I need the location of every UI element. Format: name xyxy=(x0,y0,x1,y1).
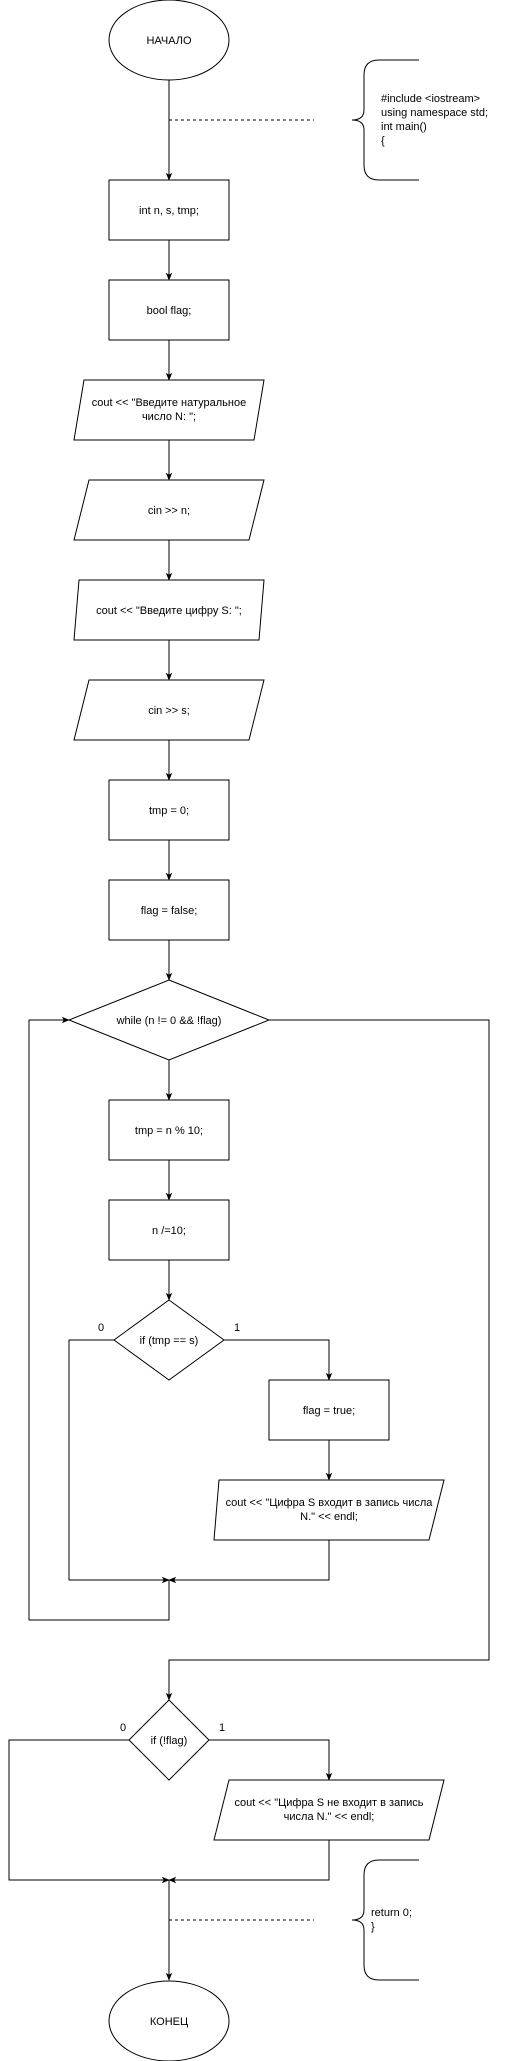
decision-diamond xyxy=(128,1699,210,1781)
io-label: cin >> s; xyxy=(148,705,190,717)
process-box xyxy=(108,1199,230,1261)
io-parallelogram xyxy=(73,679,265,741)
decision-diamond xyxy=(67,979,271,1061)
start-terminator: НАЧАЛО xyxy=(108,0,230,81)
end-ellipse xyxy=(108,1980,230,2061)
comment-top-line-4: { xyxy=(381,135,385,147)
branch-label-false: 0 xyxy=(120,1722,126,1734)
process-div-n: n /=10; xyxy=(108,1199,230,1261)
edge-out-not-found-to-merge xyxy=(168,1840,330,1884)
process-box xyxy=(108,1099,230,1161)
comment-bottom: return 0; } xyxy=(351,1859,419,1981)
process-box xyxy=(108,879,230,941)
process-init-flag: flag = false; xyxy=(108,879,230,941)
edge-loop-back xyxy=(28,1016,170,1621)
branch-label-true: 1 xyxy=(234,1322,240,1334)
io-prompt-s: cout << "Введите цифру S: "; xyxy=(73,579,265,641)
decision-if-match: if (tmp == s) 0 1 xyxy=(98,1299,240,1381)
io-prompt-n: cout << "Введите натуральное число N: "; xyxy=(73,379,265,441)
comment-top-line-2: using namespace std; xyxy=(381,107,488,119)
io-label-line-2: числа N." << endl; xyxy=(284,1811,375,1823)
io-label-line-1: cout << "Введите натуральное xyxy=(92,397,246,409)
edge-if-not-flag-true xyxy=(209,1739,333,1781)
comment-top: #include <iostream> using namespace std;… xyxy=(351,59,488,181)
io-label-line-2: число N: "; xyxy=(142,411,196,423)
io-parallelogram xyxy=(213,1779,445,1841)
io-parallelogram xyxy=(73,479,265,541)
process-label: tmp = 0; xyxy=(149,805,189,817)
process-box xyxy=(108,279,230,341)
decision-if-not-flag: if (!flag) 0 1 xyxy=(120,1699,225,1781)
io-read-s: cin >> s; xyxy=(73,679,265,741)
process-init-tmp: tmp = 0; xyxy=(108,779,230,841)
process-box xyxy=(108,779,230,841)
decision-loop: while (n != 0 && !flag) xyxy=(67,979,271,1061)
io-label-line-1: cout << "Цифра S не входит в запись xyxy=(234,1797,423,1809)
process-label: flag = true; xyxy=(303,1405,355,1417)
decision-diamond xyxy=(113,1299,225,1381)
process-box xyxy=(268,1379,390,1441)
end-label: КОНЕЦ xyxy=(150,2016,188,2028)
start-ellipse xyxy=(108,0,230,81)
comment-bottom-brace xyxy=(351,1859,419,1981)
decision-label: if (tmp == s) xyxy=(140,1335,199,1347)
comment-top-line-1: #include <iostream> xyxy=(381,93,480,105)
process-declare-flag: bool flag; xyxy=(108,279,230,341)
edge-loop-exit xyxy=(165,1019,490,1701)
io-label: cout << "Введите цифру S: "; xyxy=(96,605,242,617)
decision-label: if (!flag) xyxy=(151,1735,188,1747)
io-parallelogram xyxy=(213,1479,445,1541)
process-label: int n, s, tmp; xyxy=(139,205,199,217)
process-box xyxy=(108,179,230,241)
io-read-n: cin >> n; xyxy=(73,479,265,541)
io-parallelogram xyxy=(73,579,265,641)
process-calc-tmp: tmp = n % 10; xyxy=(108,1099,230,1161)
comment-bottom-line-2: } xyxy=(371,1921,375,1933)
process-label: tmp = n % 10; xyxy=(135,1125,203,1137)
end-terminator: КОНЕЦ xyxy=(108,1980,230,2061)
branch-label-true: 1 xyxy=(219,1722,225,1734)
connectors xyxy=(8,80,490,1981)
process-label: n /=10; xyxy=(152,1225,186,1237)
io-out-found: cout << "Цифра S входит в запись числа N… xyxy=(213,1479,445,1541)
edge-if-true-to-set-flag xyxy=(209,1339,333,1381)
edge-if-false-to-merge xyxy=(68,1339,170,1584)
comment-top-brace xyxy=(351,59,419,181)
branch-label-false: 0 xyxy=(98,1322,104,1334)
io-label: cin >> n; xyxy=(148,505,190,517)
io-parallelogram xyxy=(73,379,265,441)
io-label-line-2: N." << endl; xyxy=(300,1511,358,1523)
process-label: flag = false; xyxy=(141,905,198,917)
start-label: НАЧАЛО xyxy=(146,35,192,47)
comment-bottom-line-1: return 0; xyxy=(371,1907,412,1919)
edge-out-found-to-merge xyxy=(168,1540,330,1584)
io-label-line-1: cout << "Цифра S входит в запись числа xyxy=(226,1497,434,1509)
decision-label: while (n != 0 && !flag) xyxy=(116,1015,222,1027)
comment-top-line-3: int main() xyxy=(381,121,427,133)
process-set-flag: flag = true; xyxy=(268,1379,390,1441)
io-out-not-found: cout << "Цифра S не входит в запись числ… xyxy=(213,1779,445,1841)
edge-if-not-flag-false xyxy=(8,1739,170,1884)
process-declare-vars: int n, s, tmp; xyxy=(108,179,230,241)
process-label: bool flag; xyxy=(147,305,192,317)
